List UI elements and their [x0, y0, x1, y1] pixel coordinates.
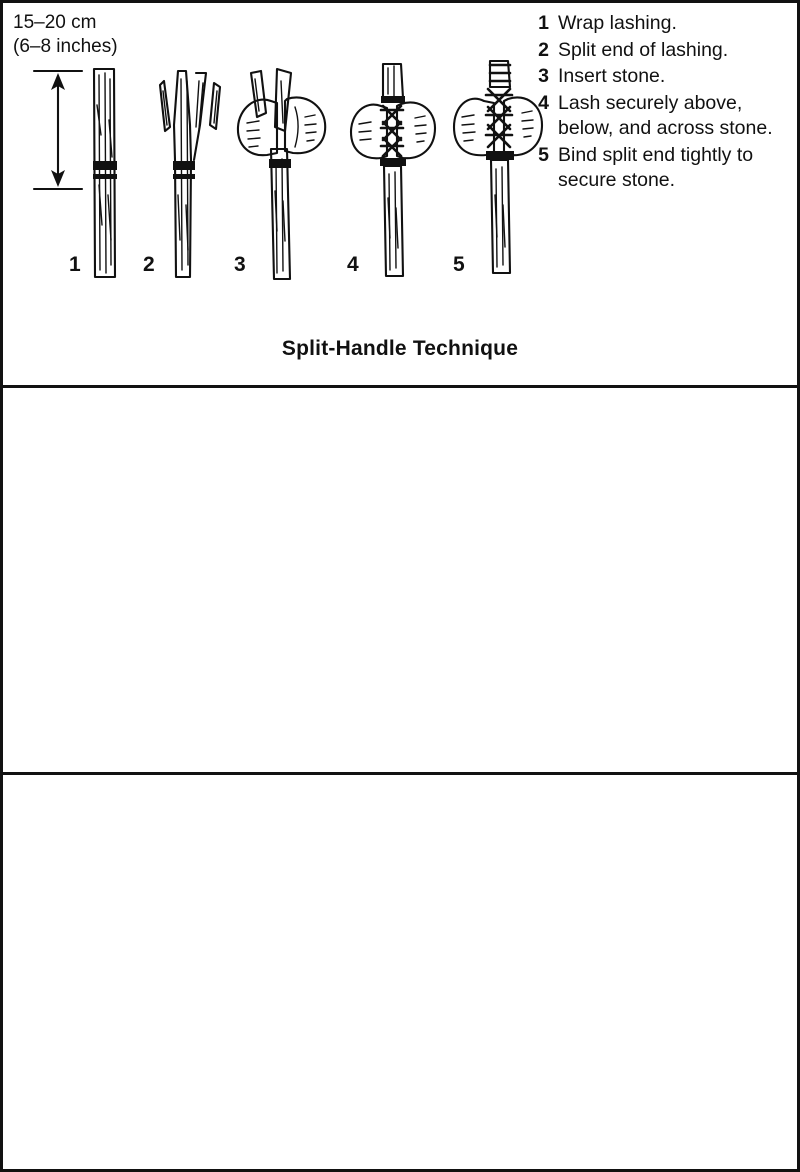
step-number: 3	[538, 65, 549, 87]
step-text: Lash securely above, below, and across s…	[558, 91, 773, 140]
dimension-arrow-vertical	[32, 69, 84, 191]
figure-number-2: 2	[143, 253, 155, 276]
measurement-imperial: (6–8 inches)	[13, 36, 118, 57]
panel-split-handle: 15–20 cm (6–8 inches)	[3, 3, 797, 388]
step-number: 5	[538, 143, 549, 166]
measurement-metric: 15–20 cm	[13, 12, 97, 33]
step-number: 1	[538, 12, 549, 34]
step-text: Bind split end tightly to secure stone.	[558, 143, 754, 192]
illustration-stick-lashed	[92, 67, 117, 279]
step-text: Split end of lashing.	[558, 38, 729, 61]
panel-title-split-handle: Split-Handle Technique	[281, 337, 519, 360]
figure-number-3: 3	[234, 253, 246, 276]
illustration-bound-split-end	[452, 59, 544, 275]
figure-number-5: 5	[453, 253, 465, 276]
step-item: 2 Split end of lashing.	[529, 38, 791, 64]
measurement-label-handle-length: 15–20 cm (6–8 inches)	[13, 11, 118, 59]
split-handle-steps: 1 Wrap lashing. 2 Split end of lashing. …	[529, 11, 791, 195]
illustration-lashed-above-below	[349, 62, 437, 278]
step-number: 2	[538, 38, 549, 61]
step-text: Wrap lashing.	[558, 12, 677, 34]
step-item: 4 Lash securely above, below, and across…	[529, 91, 791, 142]
panel-forked-branch: Starting at crotch, lash securely to pre…	[3, 388, 797, 1134]
step-number: 4	[538, 91, 549, 114]
illustration-stone-inserted	[236, 67, 327, 281]
figure-number-4: 4	[347, 253, 359, 276]
step-text: Insert stone.	[558, 65, 666, 87]
step-item: 3 Insert stone.	[529, 64, 791, 90]
step-item: 1 Wrap lashing.	[529, 11, 791, 37]
step-item: 5 Bind split end tightly to secure stone…	[529, 143, 791, 194]
figure-number-1: 1	[69, 253, 81, 276]
illustration-stick-split	[158, 69, 222, 279]
panel-wrapped-handle: 1 2	[3, 775, 797, 1169]
